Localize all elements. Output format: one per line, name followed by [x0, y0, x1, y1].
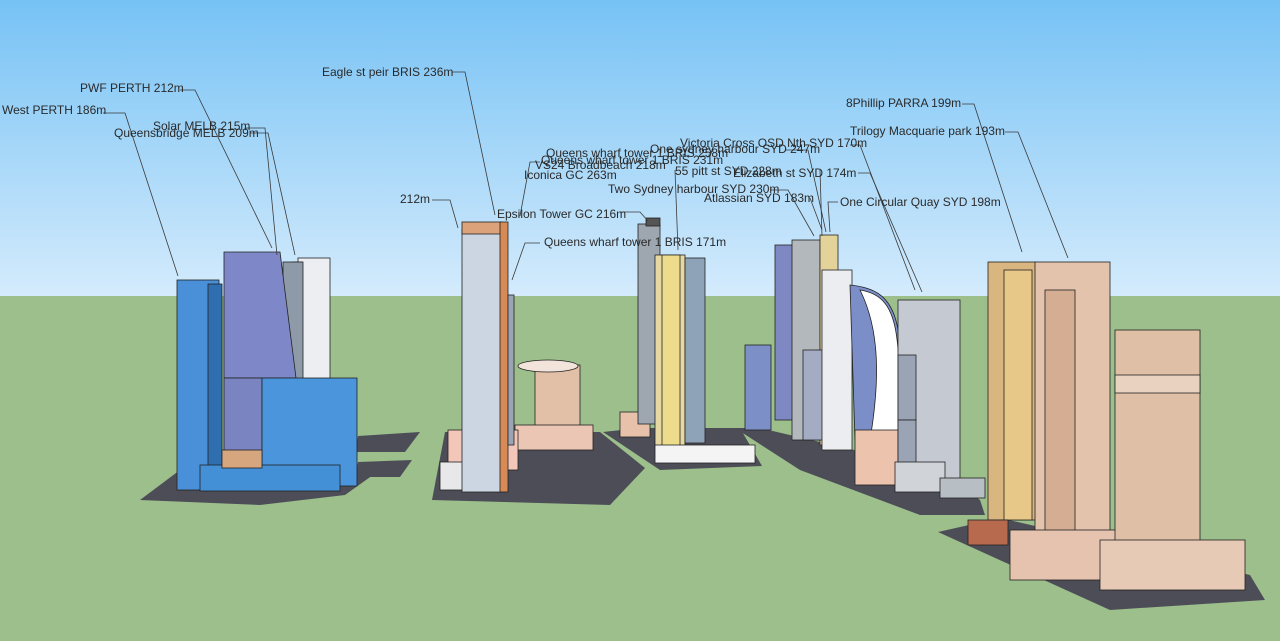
- label-two-sydney-harbour: Two Sydney harbour SYD 230m: [608, 182, 780, 196]
- label-queens-wharf-258: Queens wharf tower 1 BRIS 258m: [546, 146, 729, 160]
- label-victoria-cross: Victoria Cross OSD Nth SYD 170m: [680, 136, 868, 150]
- label-epsilon-tower: Epsilon Tower GC 216m: [497, 207, 627, 221]
- building-group-brisbane: [432, 221, 645, 505]
- label-eagle-st-peir: Eagle st peir BRIS 236m: [322, 65, 454, 79]
- building-one-sydney-harbour: [821, 269, 853, 451]
- label-one-sydney-harbour: One sydney harbour SYD 247m: [650, 142, 821, 156]
- label-solar-melb: Solar MELB 215m: [153, 119, 251, 133]
- label-leader-lines: [103, 71, 1069, 293]
- label-iconica-gc: Iconica GC 263m: [524, 168, 617, 182]
- label-8phillip-parra: 8Phillip PARRA 199m: [846, 96, 962, 110]
- label-queens-wharf-231: Queens wharf tower 1 BRIS 231m: [541, 153, 724, 167]
- label-trilogy: Trilogy Macquarie park 193m: [850, 124, 1005, 138]
- label-west-perth: West PERTH 186m: [2, 103, 107, 117]
- building-eagle-st-peir-bris: [461, 229, 505, 493]
- label-queensbridge-melb: Queensbridge MELB 209m: [114, 126, 259, 140]
- label-elizabeth-st: Elizabeth st SYD 174m: [733, 166, 857, 180]
- building-group-sydney: [735, 234, 986, 515]
- building-group-perth-melbourne: [140, 251, 420, 505]
- label-vs24-broadbeach: VS24 Broadbeach 218m: [535, 158, 666, 172]
- label-212m: 212m: [400, 192, 431, 206]
- label-one-circular-quay: One Circular Quay SYD 198m: [840, 195, 1001, 209]
- label-55-pitt-st: 55 pitt st SYD 228m: [675, 164, 782, 178]
- building-round-tower: [534, 364, 581, 431]
- label-pwf-perth: PWF PERTH 212m: [80, 81, 184, 95]
- building-queens-wharf-tower: [684, 257, 706, 444]
- building-group-gold-coast: [603, 217, 762, 470]
- label-atlassian: Atlassian SYD 183m: [704, 191, 815, 205]
- building-group-parramatta: [938, 261, 1265, 610]
- label-queens-wharf-171: Queens wharf tower 1 BRIS 171m: [544, 235, 727, 249]
